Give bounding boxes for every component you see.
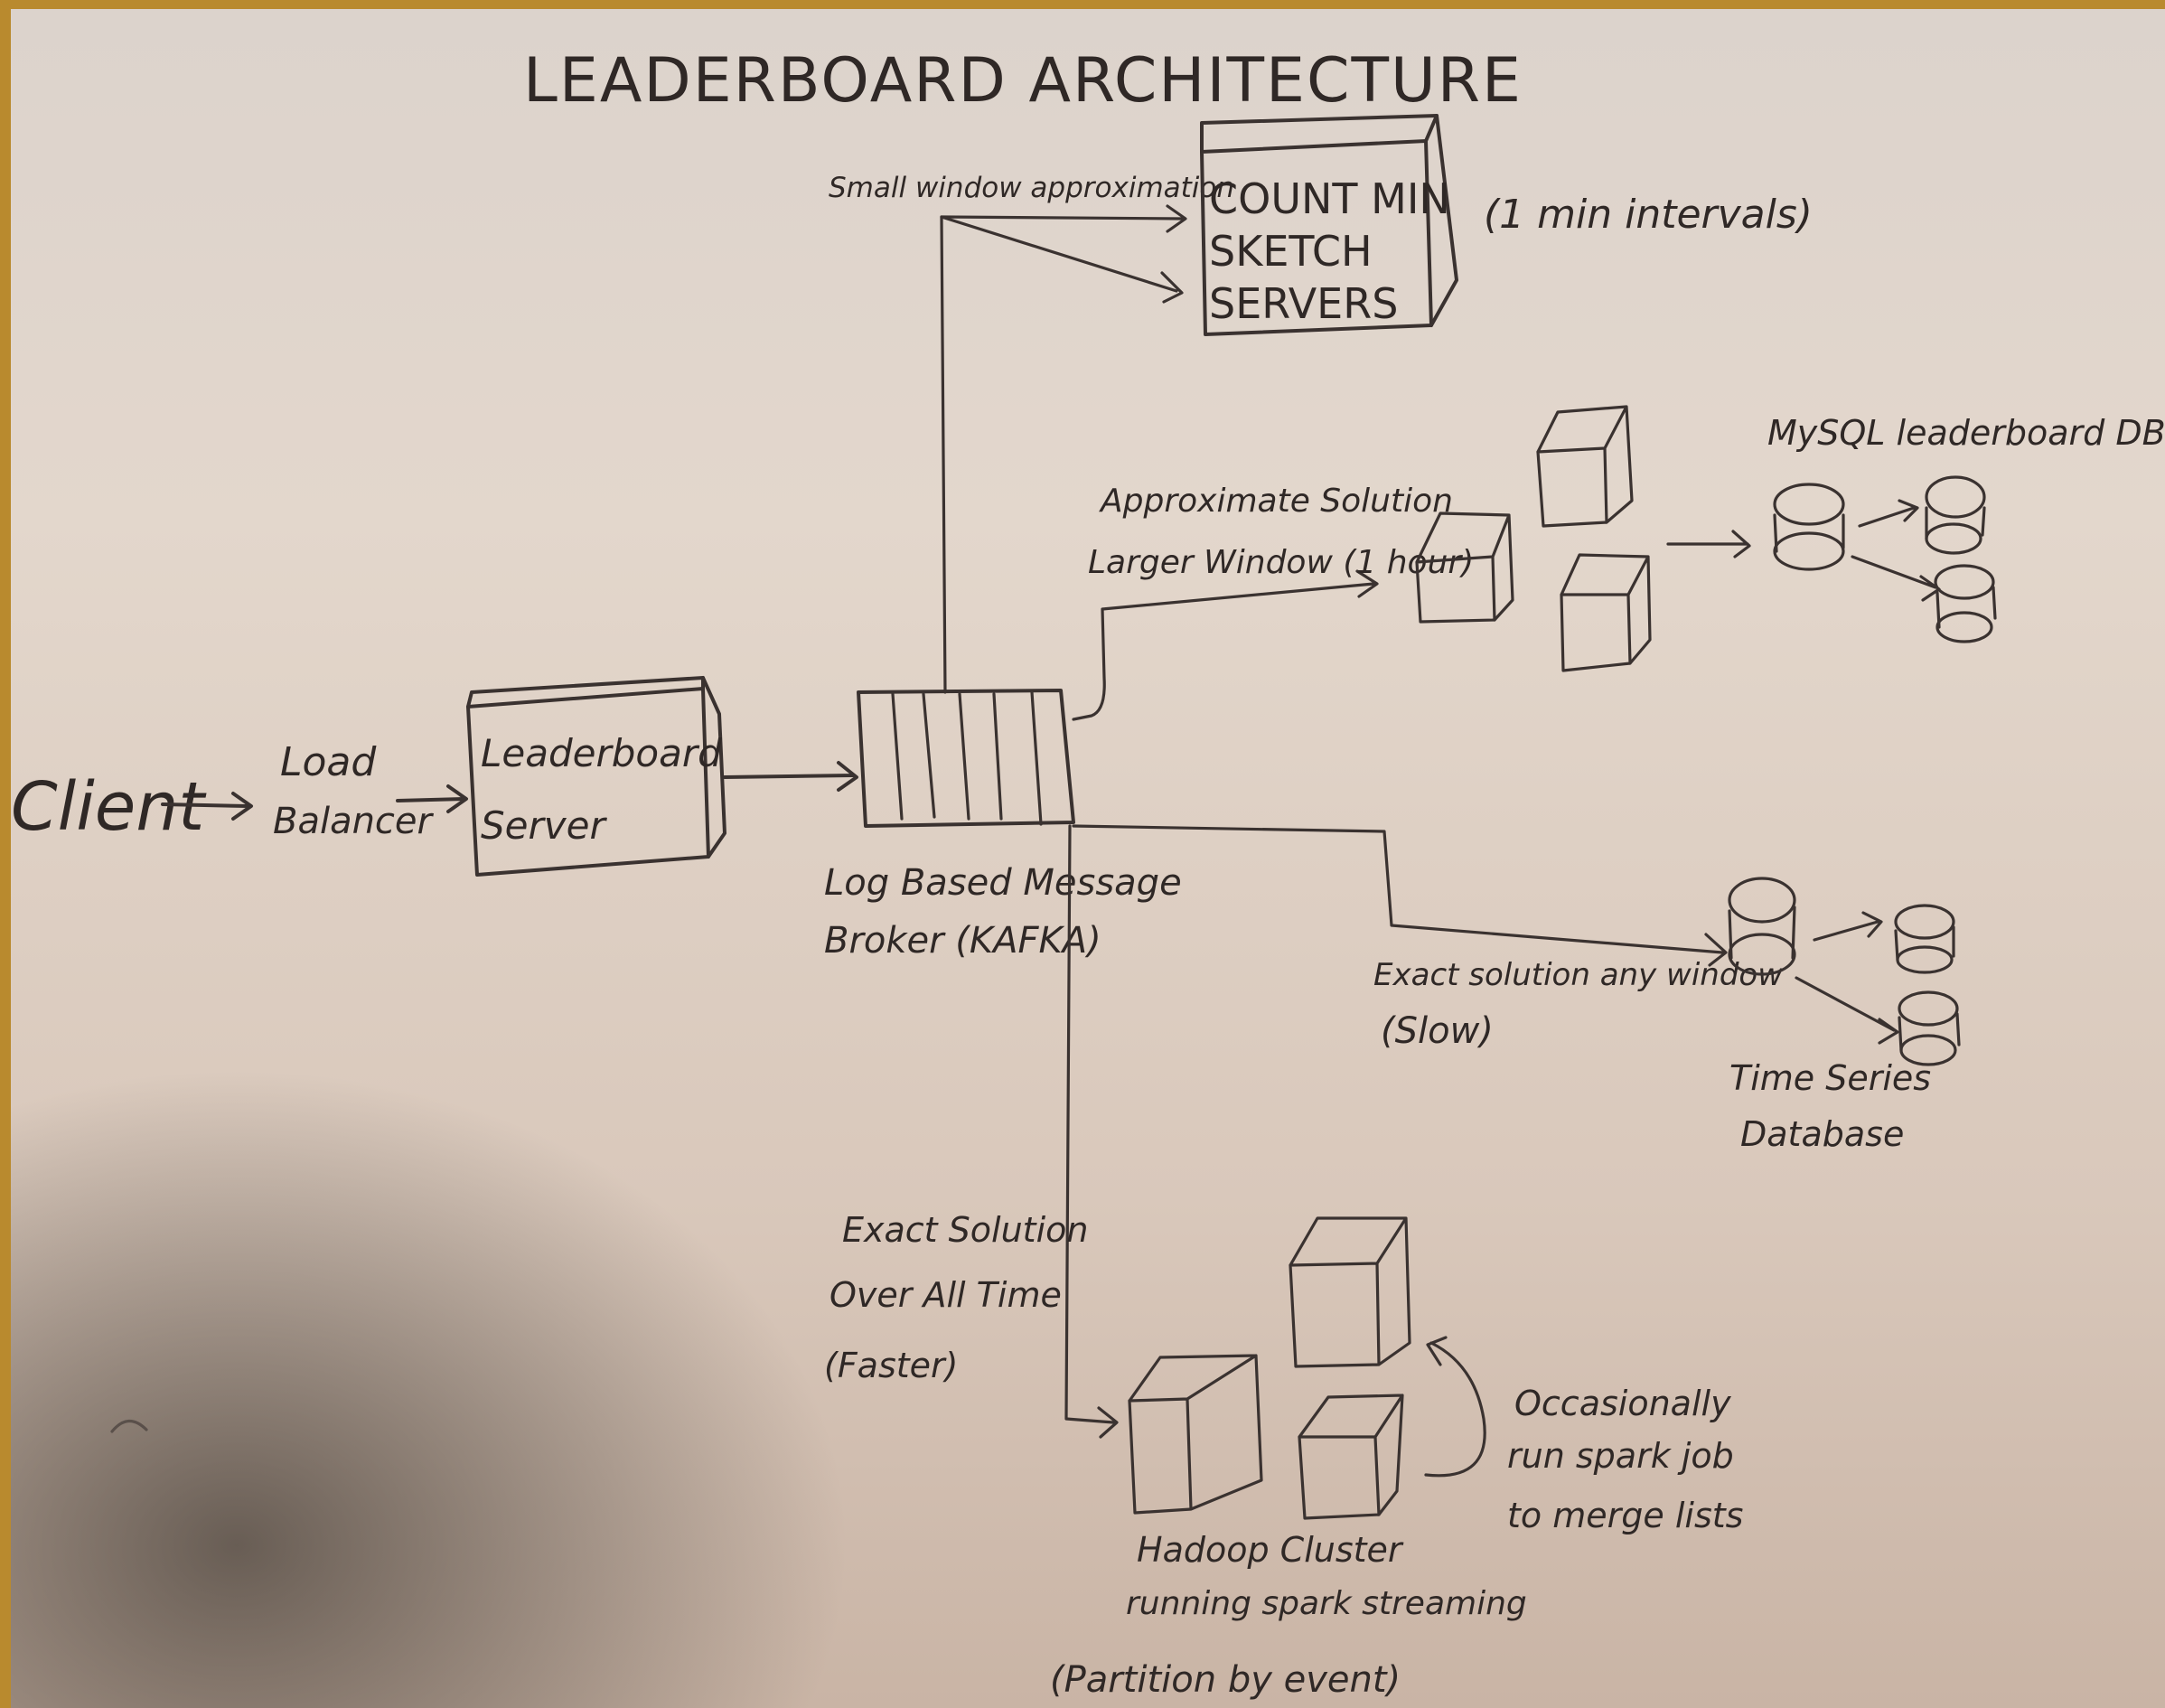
approx-solution-label-1: Approximate Solution — [1099, 483, 1453, 520]
arrow-servers-to-mysql — [1666, 530, 1751, 558]
mysql-replica-db — [1934, 564, 1997, 643]
exact-any-window-label-2: (Slow) — [1381, 1010, 1494, 1052]
countmin-sketch-node: COUNT MIN SKETCH SERVERS — [1200, 114, 1458, 336]
spark-note-2: run spark job — [1507, 1436, 1734, 1476]
arrow-mysql-replica-2 — [1851, 555, 1941, 602]
load-balancer-label-2: Balancer — [273, 801, 435, 842]
server-cube — [1560, 553, 1652, 672]
kafka-partitions — [891, 690, 1043, 826]
arrow-server-to-kafka — [723, 761, 858, 792]
countmin-label-1: COUNT MIN — [1209, 174, 1450, 223]
hadoop-cluster — [1128, 1216, 1411, 1520]
mysql-primary-db — [1773, 483, 1845, 571]
timeseries-primary-db — [1728, 877, 1796, 976]
exact-all-time-label-2: Over All Time — [829, 1275, 1062, 1315]
hadoop-node-cube — [1128, 1354, 1263, 1515]
countmin-box-top — [1200, 114, 1439, 154]
countmin-label-3: SERVERS — [1209, 279, 1398, 328]
spark-note-3: to merge lists — [1507, 1496, 1743, 1535]
timeseries-replica-db — [1894, 904, 1955, 974]
arrow-kafka-to-countmin-1 — [940, 204, 1187, 694]
approx-solution-label-2: Larger Window (1 hour) — [1088, 544, 1474, 581]
leaderboard-server-node: Leaderboard Server — [466, 676, 726, 877]
mysql-replica-db — [1925, 475, 1986, 555]
hourly-server-cluster — [1415, 405, 1652, 672]
arrow-kafka-to-hourly-servers — [1072, 569, 1379, 721]
hadoop-node-cube — [1289, 1216, 1411, 1368]
server-box-side — [701, 676, 726, 859]
spark-merge-cycle-arrow — [1424, 1336, 1486, 1478]
kafka-broker-node: Log Based Message Broker (KAFKA) — [824, 689, 1182, 962]
stray-pen-mark — [110, 1419, 148, 1433]
countmin-box-side — [1429, 114, 1458, 327]
arrow-mysql-replica-1 — [1858, 499, 1919, 528]
kafka-label-2: Broker (KAFKA) — [824, 920, 1101, 962]
countmin-interval-note: (1 min intervals) — [1484, 192, 1813, 238]
arrow-client-to-lb — [161, 792, 253, 821]
exact-all-time-label-1: Exact Solution — [842, 1210, 1088, 1250]
server-cube — [1415, 511, 1514, 624]
architecture-diagram: LEADERBOARD ARCHITECTURE Client Load Bal… — [11, 45, 2165, 1701]
arrow-timeseries-replica-2 — [1795, 976, 1899, 1045]
arrow-lb-to-server — [396, 784, 468, 813]
arrow-kafka-to-countmin-2 — [940, 215, 1184, 304]
server-label-1: Leaderboard — [481, 731, 722, 775]
mysql-label: MySQL leaderboard DB — [1767, 413, 2165, 453]
hadoop-label-1: Hadoop Cluster — [1137, 1530, 1404, 1570]
timeseries-replica-db — [1898, 990, 1961, 1066]
server-cube — [1536, 405, 1634, 528]
small-window-label: Small window approximation — [829, 172, 1234, 204]
client-label: Client — [11, 768, 207, 846]
hadoop-label-2: running spark streaming — [1126, 1585, 1527, 1622]
arrow-kafka-to-timeseries — [1072, 824, 1728, 967]
countmin-label-2: SKETCH — [1209, 227, 1373, 276]
load-balancer-label-1: Load — [280, 739, 377, 785]
diagram-title: LEADERBOARD ARCHITECTURE — [523, 45, 1523, 117]
arrow-timeseries-replica-1 — [1813, 911, 1883, 942]
timeseries-label-1: Time Series — [1729, 1058, 1931, 1098]
kafka-box — [857, 689, 1075, 828]
arrow-kafka-to-hadoop — [1064, 824, 1119, 1439]
exact-all-time-label-3: (Faster) — [824, 1346, 959, 1385]
server-label-2: Server — [481, 803, 607, 848]
spark-note-1: Occasionally — [1514, 1384, 1731, 1423]
paper-sheet: LEADERBOARD ARCHITECTURE Client Load Bal… — [11, 9, 2165, 1708]
hadoop-node-cube — [1298, 1394, 1404, 1520]
load-balancer-node: Load Balancer — [273, 739, 435, 842]
exact-any-window-label-1: Exact solution any window — [1373, 957, 1783, 993]
kafka-label-1: Log Based Message — [824, 862, 1182, 904]
server-box-top — [466, 676, 705, 709]
timeseries-label-2: Database — [1740, 1114, 1904, 1154]
hadoop-partition-note: (Partition by event) — [1050, 1659, 1401, 1701]
